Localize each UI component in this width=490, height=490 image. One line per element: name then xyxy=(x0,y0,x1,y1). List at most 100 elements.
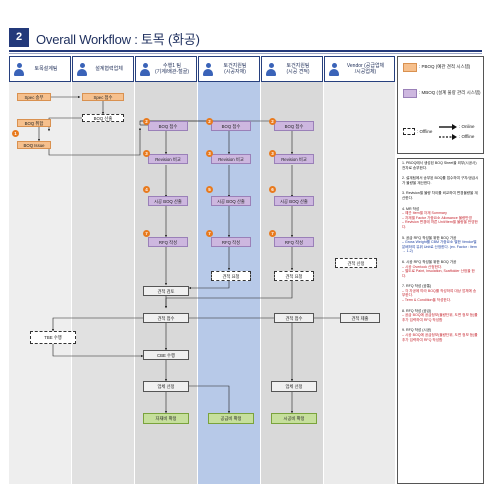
lane-vendor: Vendor (공급업체 /시공업체) xyxy=(324,56,395,484)
legend-pboq-label: : PBOQ (예관 견적 시스템) xyxy=(419,64,471,69)
note-heading: 3. Revision별 물량 차이를 비교하여 변경물량을 계산한다. xyxy=(402,191,478,200)
col3-material-confirm-box: 자재비 확정 xyxy=(143,413,189,424)
lane-label: Vendor (공급업체 /시공업체) xyxy=(346,63,385,75)
legend-pboq-swatch xyxy=(403,63,417,72)
col5-quote-receive-box: 견적 접수 xyxy=(274,313,314,323)
note-heading: 9. RFQ 작성 (시공) xyxy=(402,328,432,333)
step-4-marker: 4 xyxy=(143,186,150,193)
cbe-box: CBE 수행 xyxy=(143,350,189,360)
title-underline-thin xyxy=(9,53,482,54)
lane-label: 토목설계팀 xyxy=(34,66,58,72)
person-icon xyxy=(203,63,213,77)
col4-boq-receive-box: BOQ 접수 xyxy=(211,121,251,131)
step-7-marker: 7 xyxy=(206,230,213,237)
person-icon xyxy=(266,63,276,77)
legend: : PBOQ (예관 견적 시스템) : MBOQ (설계 물량 관리 시스템)… xyxy=(397,56,484,154)
note-line: – 별도로 Paint, Insulation, Scaffolder 산정을 … xyxy=(402,269,475,278)
col5-boq-create-box: 시공 BOQ 산출 xyxy=(274,196,314,206)
step-7-marker: 7 xyxy=(269,230,276,237)
step-7-marker: 7 xyxy=(143,230,150,237)
note-heading: 8. RFQ 작성 (공급) xyxy=(402,308,432,313)
step-6-marker: 6 xyxy=(269,186,276,193)
col5-quote-request-box: 견적 요청 xyxy=(274,271,314,281)
step-3-marker: 3 xyxy=(206,150,213,157)
step-3-marker: 3 xyxy=(269,150,276,157)
person-icon xyxy=(14,63,24,77)
col4-quote-request-box: 견적 요청 xyxy=(211,271,251,281)
note-item: 5. 공급 RFQ 작성을 위한 BOQ 가공– Gross Weight를 C… xyxy=(402,236,479,254)
col3-rfq-box: RFQ 작성 xyxy=(148,237,188,247)
step-3-marker: 3 xyxy=(143,150,150,157)
note-line: – Gross Weight를 CBM 가중요소 별한 Vendor별 분배하여… xyxy=(402,240,477,254)
vendor-quote-box: 견적 산정 xyxy=(335,258,377,268)
lane-label: 설계협력업체 xyxy=(95,66,123,72)
tbe-box: TBE 수행 xyxy=(30,331,76,344)
person-icon xyxy=(77,63,87,77)
col4-boq-create-box: 시공 BOQ 산출 xyxy=(211,196,251,206)
col3-boq-create-box: 시공 BOQ 산출 xyxy=(148,196,188,206)
note-heading: 4. MR 작성 xyxy=(402,206,420,211)
col5-construction-confirm-box: 시공비 확정 xyxy=(271,413,317,424)
note-heading: 2. 설계팀에서 송부된 BOQ를 접수하여 구자/공급시가 물량을 계산한다. xyxy=(402,176,479,185)
col5-rfq-box: RFQ 작성 xyxy=(274,237,314,247)
note-line: – 각 자공에 따라 BOQ를 작성하여 대상 업체에 송부한다. xyxy=(402,288,477,298)
col4-supply-confirm-box: 공급비 확정 xyxy=(208,413,254,424)
col3-quote-receive-box: 견적 접수 xyxy=(143,313,189,323)
col4-revision-box: Revision 비교 xyxy=(211,154,251,164)
step-1-marker: 1 xyxy=(12,130,19,137)
col5-boq-receive-box: BOQ 접수 xyxy=(274,121,314,131)
boq-collect-box: BOQ 취합 xyxy=(17,119,51,127)
legend-mboq-label: : MBOQ (설계 물량 관리 시스템) xyxy=(419,90,481,95)
step-2-marker: 2 xyxy=(269,118,276,125)
col3-quote-review-box: 견적 검토 xyxy=(143,286,189,296)
note-item: 1. PBOQ에서 생성된 BOQ Sheet을 외부(시공사) 전자로 송부한… xyxy=(402,161,479,170)
step-2-marker: 2 xyxy=(206,118,213,125)
legend-mboq-swatch xyxy=(403,89,417,98)
note-heading: 7. RFQ 작성 (공통) xyxy=(402,284,432,289)
note-heading: 6. 시공 RFQ 작성을 위한 BOQ 가공 xyxy=(402,259,457,264)
col3-revision-box: Revision 비교 xyxy=(148,154,188,164)
note-heading: 1. PBOQ에서 생성된 BOQ Sheet을 외부(시공사) 전자로 송부한… xyxy=(402,161,477,170)
legend-offline-label: : Offline xyxy=(417,129,433,134)
section-number: 2 xyxy=(9,28,29,47)
note-line: – Revision 변경에 따른 Unit/Item별 물량을 반영한다. xyxy=(402,220,478,229)
boq-issue-box: BOQ Issue xyxy=(17,141,51,149)
boq-calc-box: BOQ 산출 xyxy=(82,114,124,122)
note-line: – 시공 Overlook 산정한다. xyxy=(402,264,443,269)
person-icon xyxy=(140,63,150,77)
note-item: 7. RFQ 작성 (공통)– 각 자공에 따라 BOQ를 작성하여 대상 업체… xyxy=(402,284,479,302)
col5-revision-box: Revision 비교 xyxy=(274,154,314,164)
col3-vendor-select-box: 업체 선정 xyxy=(143,381,189,392)
col4-rfq-box: RFQ 작성 xyxy=(211,237,251,247)
legend-offline-arrow-label: : Offline xyxy=(459,134,475,139)
legend-online-label: : Online xyxy=(459,124,475,129)
note-item: 9. RFQ 작성 (시공)– 시공 BOQ에 공급정보(물량단위, 도면 정보… xyxy=(402,328,479,342)
page-title: Overall Workflow : 토목 (화공) xyxy=(36,32,200,47)
note-line: – 자재별 Factor 가중요소 Allowance 물량반영 xyxy=(402,215,472,220)
note-item: 8. RFQ 작성 (공급)– 공급 BOQ에 공급정보(물량단위, 도면 정보… xyxy=(402,309,479,323)
col3-boq-receive-box: BOQ 접수 xyxy=(148,121,188,131)
note-line: – 예관 Item별 자재 Summary xyxy=(402,211,447,216)
notes-panel: 1. PBOQ에서 생성된 BOQ Sheet을 외부(시공사) 전자로 송부한… xyxy=(397,158,484,484)
person-icon xyxy=(329,63,339,77)
step-2-marker: 2 xyxy=(143,118,150,125)
lane-label: 수행1 팀 (기계/배관-철골) xyxy=(155,63,189,75)
title-underline xyxy=(9,50,482,52)
note-line: – Term & Condition을 작성한다. xyxy=(402,298,452,303)
vendor-quote-submit-box: 견적 제출 xyxy=(340,313,380,323)
note-line: – 시공 BOQ에 공급정보(물량단위, 도면 정보 등)를 추가 입력하여 R… xyxy=(402,333,478,342)
legend-offline-swatch xyxy=(403,128,415,135)
col5-vendor-select-box: 업체 선정 xyxy=(271,381,317,392)
note-item: 3. Revision별 물량 차이를 비교하여 변경물량을 계산한다. xyxy=(402,191,479,200)
note-item: 2. 설계팀에서 송부된 BOQ를 접수하여 구자/공급시가 물량을 계산한다. xyxy=(402,176,479,185)
lane-label: 토건지원팀 (시공자재) xyxy=(223,63,247,75)
step-5-marker: 5 xyxy=(206,186,213,193)
legend-arrows xyxy=(439,124,457,140)
note-item: 6. 시공 RFQ 작성을 위한 BOQ 가공– 시공 Overlook 산정한… xyxy=(402,260,479,278)
lane-label: 토건지원팀 (시공 견적) xyxy=(286,63,310,75)
note-heading: 5. 공급 RFQ 작성을 위한 BOQ 가공 xyxy=(402,235,457,240)
spec-receive-box: Spec 접수 xyxy=(82,93,124,101)
spec-send-box: Spec 송부 xyxy=(17,93,51,101)
note-item: 4. MR 작성– 예관 Item별 자재 Summary– 자재별 Facto… xyxy=(402,207,479,230)
